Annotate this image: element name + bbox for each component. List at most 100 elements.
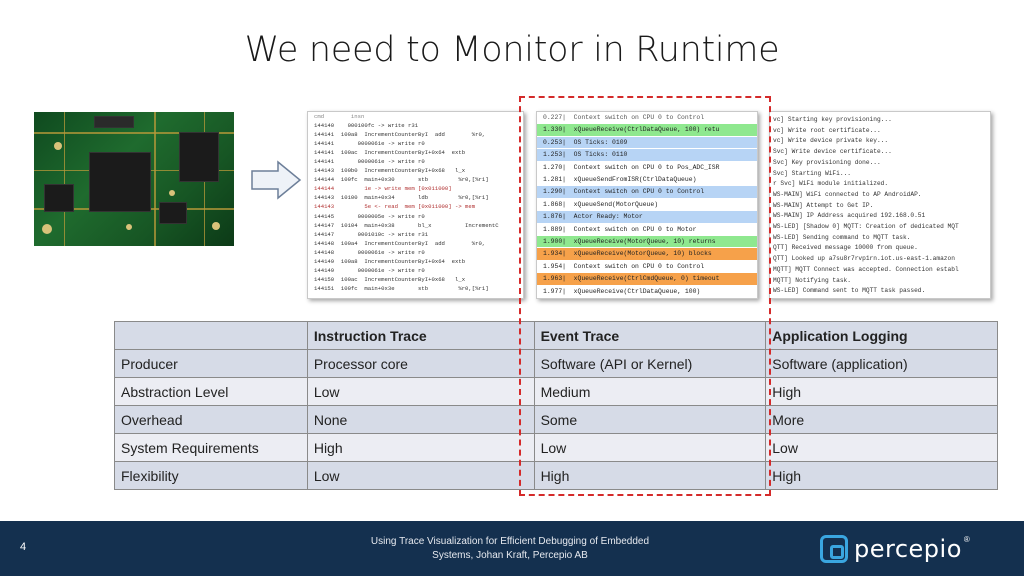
table-cell: High xyxy=(765,377,998,406)
table-header-cell: Instruction Trace xyxy=(306,321,535,350)
application-log-line: vc] Starting key provisioning... xyxy=(773,116,892,123)
table-cell: High xyxy=(765,461,998,490)
instruction-trace-line: 144145 0000005e -> write r0 xyxy=(314,212,425,220)
table-cell: Low xyxy=(306,377,535,406)
application-log-line: WS-LED] Sending command to MQTT task. xyxy=(773,233,911,241)
table-cell: None xyxy=(306,405,535,434)
table-header-cell xyxy=(114,321,308,350)
application-log-line: QTT] Received message 10000 from queue. xyxy=(773,244,918,252)
application-log-line: vc] Write root certificate... xyxy=(773,126,881,134)
event-trace-line: 1.889| Context switch on CPU 0 to Motor xyxy=(537,223,757,237)
event-trace-line: 1.876| Actor Ready: Motor xyxy=(537,211,757,224)
instruction-trace-line: 144149 0000061e -> write r0 xyxy=(314,266,425,274)
event-trace-line: 1.934| xQueueReceive(MotorQueue, 10) blo… xyxy=(537,248,757,261)
table-row: Flexibility Low High High xyxy=(114,461,998,490)
table-cell: System Requirements xyxy=(114,433,308,462)
table-header-cell: Application Logging xyxy=(765,321,998,350)
event-trace-line: 1.990| xQueueReceive(CtrlCmdQueue, 0) ti… xyxy=(537,298,757,299)
table-row: System Requirements High Low Low xyxy=(114,433,998,462)
application-log-line: WS-LED] [Shadow 0] MQTT: Creation of ded… xyxy=(773,223,959,231)
table-cell: Some xyxy=(533,405,767,434)
right-arrow-icon xyxy=(251,160,302,200)
table-cell: High xyxy=(533,461,767,490)
table-cell: Abstraction Level xyxy=(114,377,308,406)
instruction-trace-line: 144141 0000061e -> write r0 xyxy=(314,140,425,148)
table-cell: Software (application) xyxy=(765,349,998,378)
instruction-trace-line: 144141 100a8 IncrementCounterByI add %r0… xyxy=(314,131,486,139)
instruction-trace-line: 144140 000100fc -> write r31 xyxy=(314,122,419,130)
event-trace-line: 1.868| xQueueSend(MotorQueue) xyxy=(537,198,757,212)
page-number: 4 xyxy=(20,541,27,553)
event-trace-line: 1.977| xQueueReceive(CtrlDataQueue, 100) xyxy=(537,285,757,298)
table-row: Abstraction Level Low Medium High xyxy=(114,377,998,406)
instruction-trace-line: 144149 100a8 IncrementCounterByI+0x64 ex… xyxy=(314,257,466,265)
event-trace-line: 1.253| OS Ticks: 0110 xyxy=(537,149,757,162)
event-trace-panel: 0.227| Context switch on CPU 0 to Contro… xyxy=(536,111,758,299)
event-trace-line: 1.900| xQueueReceive(MotorQueue, 10) ret… xyxy=(537,236,757,249)
table-row: Overhead None Some More xyxy=(114,405,998,434)
table-cell: Flexibility xyxy=(114,461,308,490)
logo-text: percepio xyxy=(854,535,962,563)
comparison-table: Instruction Trace Event Trace Applicatio… xyxy=(114,321,998,490)
application-log-line: QTT] Looked up a7su8r7rvp1rn.iot.us-east… xyxy=(773,255,955,263)
event-trace-line: 1.270| Context switch on CPU 0 to Pos_AD… xyxy=(537,161,757,175)
instruction-trace-line: 144143 5e <- read mem [0x011000] -> mem xyxy=(314,203,476,211)
table-cell: Processor core xyxy=(306,349,535,378)
table-cell: Low xyxy=(306,461,535,490)
table-cell: Low xyxy=(533,433,767,462)
instruction-trace-line: 144148 100a4 IncrementCounterByI add %r0… xyxy=(314,239,486,247)
event-trace-line: 1.954| Context switch on CPU 0 to Contro… xyxy=(537,260,757,274)
application-log-line: WS-MAIN] Attempt to Get IP. xyxy=(773,201,874,209)
instruction-trace-line: 144144 100fc main+0x30 stb %r0,[%r1] xyxy=(314,176,489,184)
instruction-trace-line: 144143 10100 main+0x34 ldb %r0,[%r1] xyxy=(314,194,489,202)
application-log-panel: vc] Starting key provisioning... vc] Writ… xyxy=(769,111,991,299)
footer-caption: Using Trace Visualization for Efficient … xyxy=(330,535,690,563)
table-header-cell: Event Trace xyxy=(533,321,767,350)
event-trace-line: 1.290| Context switch on CPU 0 to Contro… xyxy=(537,186,757,199)
instruction-trace-line: 144148 0000061e -> write r0 xyxy=(314,248,425,256)
instruction-trace-line: 144141 0000061e -> write r0 xyxy=(314,158,425,166)
application-log-line: Svc] Starting WiFi... xyxy=(773,169,851,177)
instruction-trace-line: 144147 10104 main+0x38 bl_x IncrementC xyxy=(314,221,499,229)
event-trace-lines: 1.330| xQueueReceive(CtrlDataQueue, 100)… xyxy=(537,124,757,299)
table-cell: Producer xyxy=(114,349,308,378)
application-log-line: WS-LED] Command sent to MQTT task passed… xyxy=(773,287,926,295)
application-log-line: MQTT] Notifying task. xyxy=(773,276,851,284)
instruction-trace-line: 144147 0001010c -> write r31 xyxy=(314,230,429,238)
event-trace-line: 1.963| xQueueReceive(CtrlCmdQueue, 0) ti… xyxy=(537,273,757,286)
table-header-row: Instruction Trace Event Trace Applicatio… xyxy=(114,321,998,350)
table-cell: High xyxy=(306,433,535,462)
application-log-line: vc] Write device private key... xyxy=(773,137,889,145)
footer-caption-line: Systems, Johan Kraft, Percepio AB xyxy=(432,550,588,561)
slide-footer: 4 Using Trace Visualization for Efficien… xyxy=(0,521,1024,576)
footer-caption-line: Using Trace Visualization for Efficient … xyxy=(370,536,650,547)
table-cell: Medium xyxy=(533,377,767,406)
instruction-trace-line: 144150 100ac IncrementCounterByI+0x68 l_… xyxy=(314,275,466,283)
application-log-line: WS-MAIN] WiFi connected to AP AndroidAP. xyxy=(773,190,922,198)
application-log-line: WS-MAIN] IP Address acquired 192.168.0.5… xyxy=(773,212,926,220)
event-trace-partial-line: 0.227| Context switch on CPU 0 to Contro… xyxy=(537,112,757,125)
instruction-trace-header: cmd insn xyxy=(314,113,365,120)
event-trace-line: 1.330| xQueueReceive(CtrlDataQueue, 100)… xyxy=(537,124,757,137)
table-row: Producer Processor core Software (API or… xyxy=(114,349,998,378)
table-cell: Overhead xyxy=(114,405,308,434)
instruction-trace-line: 144144 1e -> write mem [0x011000] xyxy=(314,185,452,193)
application-log-lines: vc] Starting key provisioning... vc] Writ… xyxy=(770,112,990,297)
application-log-line: MQTT] MQTT Connect was accepted. Connect… xyxy=(773,265,959,273)
event-trace-line: 1.281| xQueueSendFromISR(CtrlDataQueue) xyxy=(537,174,757,187)
instruction-trace-line: 144141 100ac IncrementCounterByI+0x64 ex… xyxy=(314,149,466,157)
percepio-logo: percepio ® xyxy=(820,534,970,564)
percepio-logo-icon xyxy=(820,535,848,563)
event-trace-line: 0.253| OS Ticks: 0109 xyxy=(537,136,757,150)
table-cell: Low xyxy=(765,433,998,462)
instruction-trace-line: 144143 100b0 IncrementCounterByI+0x68 l_… xyxy=(314,167,466,175)
application-log-line: r Svc] WiFi module initialized. xyxy=(773,180,889,188)
slide-title: We need to Monitor in Runtime xyxy=(244,30,780,70)
table-cell: More xyxy=(765,405,998,434)
application-log-line: Svc] Key provisioning done... xyxy=(773,158,881,166)
table-cell: Software (API or Kernel) xyxy=(533,349,767,378)
application-log-line: Svc] Write device certificate... xyxy=(773,148,892,156)
circuit-board-image xyxy=(34,112,234,246)
